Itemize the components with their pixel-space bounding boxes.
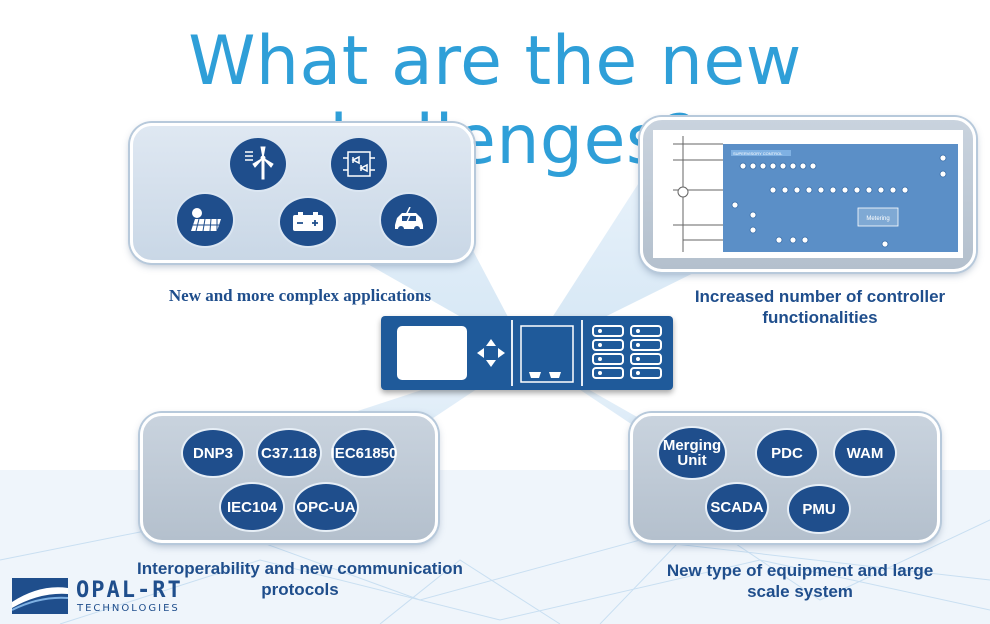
- protocols-panel: DNP3 C37.118 IEC61850 IEC104 OPC-UA: [140, 413, 438, 543]
- solar-panel-icon: [175, 192, 235, 248]
- wind-turbine-icon: [228, 136, 288, 192]
- equipment-pmu: PMU: [787, 484, 851, 534]
- controller-diagram: Metering SUPERVISORY CONTROL: [653, 130, 963, 258]
- diagram-header-label: SUPERVISORY CONTROL: [733, 151, 783, 156]
- logo-brand: OPAL-RT: [76, 578, 183, 603]
- electric-car-icon: [379, 192, 439, 248]
- protocol-c37-118: C37.118: [256, 428, 322, 478]
- battery-icon: [278, 196, 338, 248]
- equipment-merging-unit: Merging Unit: [657, 426, 727, 480]
- protocol-iec61850: IEC61850: [331, 428, 397, 478]
- protocols-caption: Interoperability and new communication p…: [137, 559, 463, 600]
- equipment-caption: New type of equipment and large scale sy…: [666, 561, 934, 602]
- controller-panel: Metering SUPERVISORY CONTROL: [640, 117, 976, 272]
- protocol-iec104: IEC104: [219, 482, 285, 532]
- logo-subtitle: TECHNOLOGIES: [77, 603, 180, 614]
- device-screen: [397, 326, 467, 380]
- device-divider: [581, 320, 583, 386]
- controller-device: [381, 316, 673, 390]
- protocol-dnp3: DNP3: [181, 428, 245, 478]
- device-divider: [511, 320, 513, 386]
- opal-rt-logo-icon: [12, 578, 68, 614]
- applications-caption: New and more complex applications: [168, 286, 432, 305]
- applications-panel: [130, 123, 474, 263]
- equipment-wam: WAM: [833, 428, 897, 478]
- equipment-scada: SCADA: [705, 482, 769, 532]
- equipment-panel: Merging Unit PDC WAM SCADA PMU: [630, 413, 940, 543]
- device-slot-icon: [520, 325, 574, 383]
- power-converter-icon: [329, 136, 389, 192]
- equipment-pdc: PDC: [755, 428, 819, 478]
- diagram-metering-label: Metering: [866, 216, 889, 222]
- device-dpad-icon: [477, 339, 505, 367]
- protocol-opc-ua: OPC-UA: [293, 482, 359, 532]
- device-ports-icon: [592, 325, 662, 379]
- controller-caption: Increased number of controller functiona…: [694, 287, 946, 328]
